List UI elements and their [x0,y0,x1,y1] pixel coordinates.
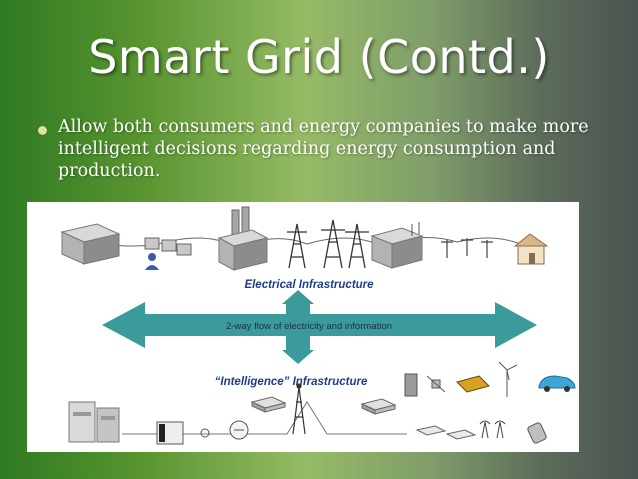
substation-icon [60,223,121,265]
server-cabinet-icon [68,401,120,443]
utility-pole-icon [441,238,493,258]
distribution-substation-icon [370,222,424,269]
data-concentrator-icon [156,421,210,445]
power-plant-icon [217,206,269,271]
storage-battery-icon [404,373,418,397]
transmission-tower-icon [287,219,369,269]
intelligence-infrastructure-label: “Intelligence” Infrastructure [215,376,368,388]
bullet-text: Allow both consumers and energy companie… [58,117,589,181]
electrical-infrastructure-label: Electrical Infrastructure [244,279,374,291]
smart-grid-diagram: Electrical Infrastructure 2-way flow of … [27,202,579,452]
network-router-icon [250,396,397,415]
mobile-phone-icon [527,422,547,444]
radio-tower-icon [292,383,306,435]
two-way-flow-arrow [102,290,537,364]
bullet-list: Allow both consumers and energy companie… [38,116,608,182]
smart-meter-icon [229,420,249,440]
bullet-dot-icon [38,126,47,135]
wind-turbine-icon [498,361,518,397]
bottom-network-line [122,401,407,435]
house-icon [513,233,549,265]
solar-panel-icon [456,375,490,393]
electric-car-icon [538,375,576,392]
smart-grid-illustration: Electrical Infrastructure 2-way flow of … [60,206,576,445]
satellite-icon [426,375,446,393]
wireless-node-icon [415,420,506,440]
two-way-flow-label: 2-way flow of electricity and informatio… [226,321,392,332]
computer-workstation-icon [144,237,192,270]
slide-title: Smart Grid (Contd.) [88,30,550,84]
